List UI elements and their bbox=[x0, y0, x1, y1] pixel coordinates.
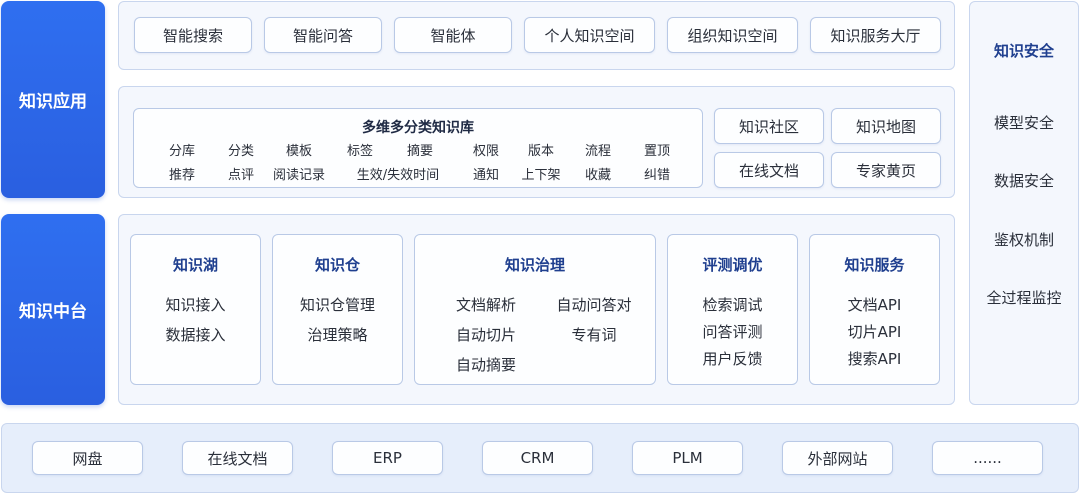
platform-card-knowledge-governance: 知识治理 文档解析 自动问答对 自动切片 专有词 自动摘要 bbox=[414, 234, 656, 385]
library-feature: 标签 bbox=[346, 144, 374, 159]
card-title: 评测调优 bbox=[702, 256, 763, 274]
card-item: 自动摘要 bbox=[455, 356, 516, 374]
card-item: 专有词 bbox=[571, 326, 617, 344]
security-item: 模型安全 bbox=[993, 114, 1054, 132]
source-external-site[interactable]: 外部网站 bbox=[782, 441, 893, 475]
card-item: 自动切片 bbox=[455, 326, 516, 344]
library-feature: 流程 bbox=[584, 144, 612, 159]
library-feature: 收藏 bbox=[584, 168, 612, 183]
library-feature: 通知 bbox=[472, 168, 500, 183]
library-feature: 置顶 bbox=[643, 144, 671, 159]
card-item: 知识接入 bbox=[165, 296, 226, 314]
card-item: 治理策略 bbox=[307, 326, 368, 344]
library-feature: 点评 bbox=[227, 168, 255, 183]
card-title: 知识仓 bbox=[314, 256, 360, 274]
app-button-agent[interactable]: 智能体 bbox=[394, 17, 512, 53]
library-feature: 权限 bbox=[472, 144, 500, 159]
platform-card-knowledge-warehouse: 知识仓 知识仓管理 治理策略 bbox=[272, 234, 403, 385]
source-online-docs[interactable]: 在线文档 bbox=[182, 441, 293, 475]
library-feature: 版本 bbox=[527, 144, 555, 159]
security-panel: 知识安全 模型安全 数据安全 鉴权机制 全过程监控 bbox=[969, 1, 1079, 405]
source-net-disk[interactable]: 网盘 bbox=[32, 441, 143, 475]
library-feature: 模板 bbox=[285, 144, 313, 159]
source-plm[interactable]: PLM bbox=[632, 441, 743, 475]
library-feature: 阅读记录 bbox=[272, 168, 326, 183]
library-feature: 上下架 bbox=[521, 168, 561, 183]
app-button-smart-search[interactable]: 智能搜索 bbox=[134, 17, 252, 53]
card-item: 问答评测 bbox=[702, 323, 763, 341]
security-item: 鉴权机制 bbox=[993, 231, 1054, 249]
card-item: 文档解析 bbox=[455, 296, 516, 314]
card-title: 知识服务 bbox=[844, 256, 905, 274]
source-erp[interactable]: ERP bbox=[332, 441, 443, 475]
security-item: 全过程监控 bbox=[986, 289, 1062, 307]
card-item: 搜索API bbox=[847, 350, 902, 368]
library-feature: 生效/失效时间 bbox=[356, 168, 440, 183]
card-item: 切片API bbox=[847, 323, 902, 341]
platform-card-knowledge-lake: 知识湖 知识接入 数据接入 bbox=[130, 234, 261, 385]
card-title: 知识湖 bbox=[172, 256, 218, 274]
library-feature: 分库 bbox=[168, 144, 196, 159]
app-button-service-hall[interactable]: 知识服务大厅 bbox=[810, 17, 941, 53]
section-label-knowledge-platform: 知识中台 bbox=[1, 214, 105, 405]
app-button-personal-space[interactable]: 个人知识空间 bbox=[524, 17, 655, 53]
app-button-smart-qa[interactable]: 智能问答 bbox=[264, 17, 382, 53]
app-button-community[interactable]: 知识社区 bbox=[714, 108, 824, 144]
source-crm[interactable]: CRM bbox=[482, 441, 593, 475]
card-item: 用户反馈 bbox=[702, 350, 763, 368]
source-more[interactable]: ...... bbox=[932, 441, 1043, 475]
library-feature: 推荐 bbox=[168, 168, 196, 183]
card-item: 数据接入 bbox=[165, 326, 226, 344]
app-button-online-docs[interactable]: 在线文档 bbox=[714, 152, 824, 188]
app-button-org-space[interactable]: 组织知识空间 bbox=[667, 17, 798, 53]
card-title: 知识治理 bbox=[504, 256, 565, 274]
card-item: 知识仓管理 bbox=[299, 296, 375, 314]
platform-card-evaluation-tuning: 评测调优 检索调试 问答评测 用户反馈 bbox=[667, 234, 798, 385]
app-button-knowledge-map[interactable]: 知识地图 bbox=[831, 108, 941, 144]
card-item: 文档API bbox=[847, 296, 902, 314]
platform-card-knowledge-service: 知识服务 文档API 切片API 搜索API bbox=[809, 234, 940, 385]
security-item: 数据安全 bbox=[993, 172, 1054, 190]
card-item: 检索调试 bbox=[702, 296, 763, 314]
knowledge-library-title: 多维多分类知识库 bbox=[362, 120, 474, 136]
security-title: 知识安全 bbox=[993, 42, 1054, 60]
section-label-knowledge-app: 知识应用 bbox=[1, 1, 105, 198]
app-button-expert-directory[interactable]: 专家黄页 bbox=[831, 152, 941, 188]
library-feature: 纠错 bbox=[643, 168, 671, 183]
library-feature: 分类 bbox=[227, 144, 255, 159]
library-feature: 摘要 bbox=[406, 144, 434, 159]
knowledge-library-card: 多维多分类知识库 bbox=[133, 108, 703, 188]
card-item: 自动问答对 bbox=[556, 296, 632, 314]
